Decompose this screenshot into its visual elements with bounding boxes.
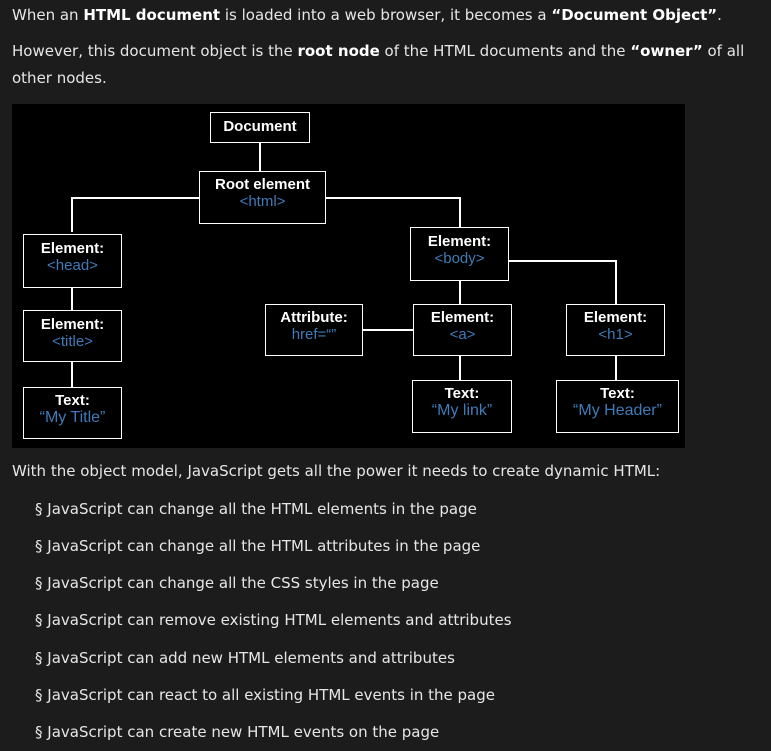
bullet-item: § JavaScript can react to all existing H… (35, 686, 495, 704)
node-title: Element: <title> (23, 310, 122, 362)
node-head: Element: <head> (23, 234, 122, 288)
intro-paragraph-2: However, this document object is the roo… (12, 38, 760, 92)
intro-text: However, this document object is the (12, 42, 298, 60)
node-value: “My link” (431, 402, 493, 419)
bullet-item: § JavaScript can change all the HTML ele… (35, 500, 477, 518)
outro-paragraph: With the object model, JavaScript gets a… (12, 462, 661, 480)
intro-paragraph-1: When an HTML document is loaded into a w… (12, 6, 722, 24)
bullet-item: § JavaScript can create new HTML events … (35, 723, 440, 741)
node-body: Element: <body> (410, 227, 509, 281)
node-text-title: Text: “My Title” (23, 387, 122, 439)
node-attribute: Attribute: href=“” (265, 304, 363, 356)
node-h1: Element: <h1> (566, 304, 665, 356)
node-value: “My Header” (573, 402, 662, 419)
node-label: Root element (214, 176, 310, 193)
intro-text: is loaded into a web browser, it becomes… (220, 6, 552, 24)
intro-text: When an (12, 6, 84, 24)
intro-emphasis: “Document Object” (551, 6, 718, 24)
node-label: Element: (40, 240, 105, 257)
node-value: <head> (47, 257, 98, 274)
node-label: Text: (444, 385, 480, 402)
intro-emphasis: “owner” (630, 42, 703, 60)
node-label: Text: (600, 385, 635, 402)
intro-emphasis: root node (297, 42, 380, 60)
node-label: Document (223, 118, 297, 135)
node-value: <title> (52, 333, 93, 350)
bullet-item: § JavaScript can change all the CSS styl… (35, 574, 439, 592)
node-text-header: Text: “My Header” (556, 380, 679, 433)
connector-root-body (326, 197, 461, 228)
node-value: <a> (449, 326, 476, 343)
node-value: <body> (434, 250, 485, 267)
node-label: Element: (430, 309, 495, 326)
node-value: <h1> (598, 326, 633, 343)
connector-body-h1 (509, 260, 617, 304)
node-label: Element: (583, 309, 648, 326)
intro-text: of the HTML documents and the (379, 42, 631, 60)
node-document: Document (210, 112, 310, 143)
node-value: <html> (239, 193, 286, 210)
node-value: “My Title” (39, 409, 106, 426)
node-root-element: Root element <html> (199, 171, 326, 224)
node-label: Element: (427, 233, 492, 250)
bullet-item: § JavaScript can remove existing HTML el… (35, 611, 512, 629)
node-a: Element: <a> (413, 304, 512, 356)
bullet-item: § JavaScript can add new HTML elements a… (35, 649, 455, 667)
intro-text: of all other nodes. (12, 42, 745, 87)
node-label: Attribute: (280, 309, 348, 326)
node-value: href=“” (291, 326, 337, 343)
connector-lines (71, 142, 617, 387)
bullet-item: § JavaScript can change all the HTML att… (35, 537, 481, 555)
connector-root-head (71, 197, 199, 232)
dom-tree-diagram: Document Root element <html> Element: <h… (12, 104, 685, 448)
node-label: Element: (40, 316, 105, 333)
node-label: Text: (55, 392, 90, 409)
node-text-link: Text: “My link” (412, 380, 512, 433)
intro-emphasis: HTML document (83, 6, 221, 24)
intro-text: . (717, 6, 722, 24)
